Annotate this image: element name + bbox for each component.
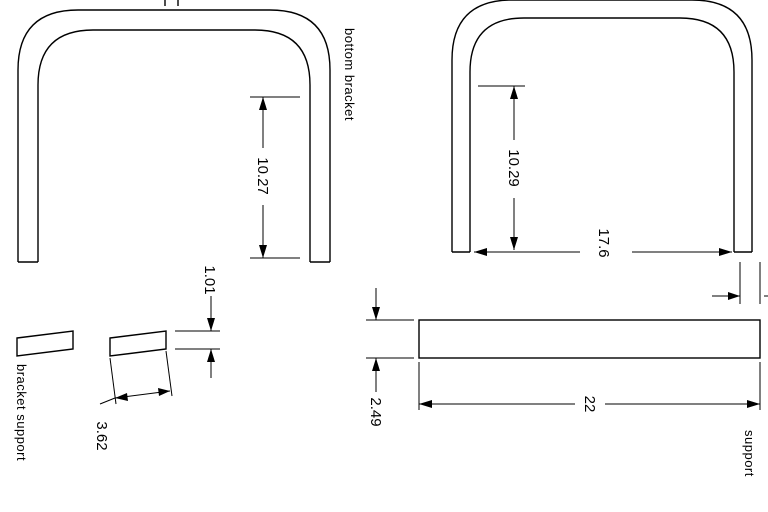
bracket-support-length-value: 3.62 (93, 421, 110, 450)
support-length-value: 22 (581, 396, 598, 413)
upper-bracket-width-dimension: 17.6 (474, 228, 732, 258)
bracket-support-thickness-dimension: 1.01 (175, 265, 220, 378)
bracket-support-part-left (16, 330, 74, 357)
bracket-support-part-right (109, 330, 167, 357)
upper-bracket-width-value: 17.6 (595, 228, 612, 257)
bracket-support-label: bracket support (14, 364, 29, 461)
support-label: support (742, 430, 757, 477)
support-edge-dimension (712, 262, 768, 304)
bracket-support-length-dimension: 3.62 (93, 350, 173, 451)
bracket-support-thickness-value: 1.01 (201, 265, 218, 294)
bottom-bracket-height-dimension: 10.27 (250, 96, 300, 259)
support-length-dimension: 22 (418, 362, 761, 413)
support-part (418, 319, 761, 359)
upper-bracket-height-dimension: 10.29 (478, 85, 525, 250)
bottom-bracket-label: bottom bracket (342, 28, 357, 121)
upper-bracket-part (451, 0, 753, 253)
bottom-bracket-height-value: 10.27 (254, 157, 271, 195)
support-thickness-dimension: 2.49 (366, 288, 414, 427)
support-thickness-value: 2.49 (367, 397, 384, 426)
upper-bracket-height-value: 10.29 (505, 149, 522, 187)
bottom-bracket-part (17, 0, 331, 263)
